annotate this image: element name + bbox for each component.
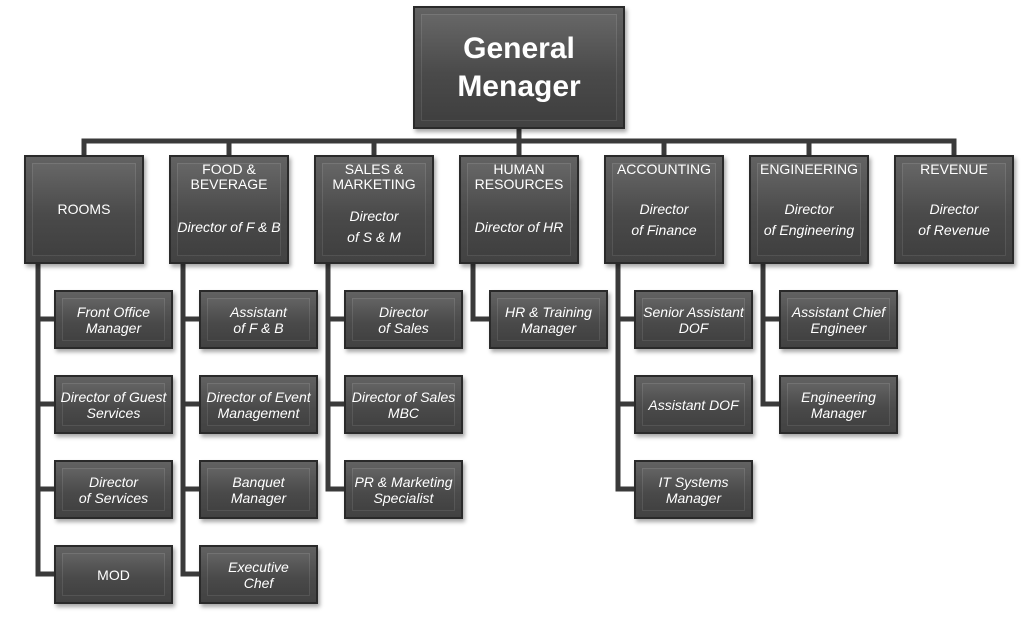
dept-revenue: REVENUE Director of Revenue — [894, 155, 1014, 264]
dept-title: REVENUE — [920, 161, 988, 177]
role-box: Assistant Chief Engineer — [779, 290, 898, 349]
role-box: Director of Sales — [344, 290, 463, 349]
dept-title: SALES & MARKETING — [332, 161, 416, 192]
role-box: Front Office Manager — [54, 290, 173, 349]
dept-title: ENGINEERING — [759, 161, 858, 177]
role-label: Senior Assistant DOF — [643, 303, 744, 336]
role-label: Front Office Manager — [76, 303, 151, 336]
general-manager-box: General Menager — [413, 6, 625, 129]
role-label: Director of Sales MBC — [351, 388, 456, 421]
dept-director: Director of F & B — [177, 218, 281, 235]
role-label: Director of Guest Services — [60, 388, 167, 421]
role-box: Assistant DOF — [634, 375, 753, 434]
role-box: HR & Training Manager — [489, 290, 608, 349]
dept-title: HUMAN RESOURCES — [474, 161, 564, 192]
dept-sales-marketing: SALES & MARKETING Director of S & M — [314, 155, 434, 264]
role-box: MOD — [54, 545, 173, 604]
role-box: Banquet Manager — [199, 460, 318, 519]
role-label: Assistant DOF — [648, 396, 739, 413]
role-box: IT Systems Manager — [634, 460, 753, 519]
role-box: Director of Guest Services — [54, 375, 173, 434]
dept-human-resources: HUMAN RESOURCES Director of HR — [459, 155, 579, 264]
general-manager-label: General Menager — [457, 31, 581, 103]
role-box: Senior Assistant DOF — [634, 290, 753, 349]
role-label: Assistant of F & B — [230, 303, 287, 336]
dept-title: ACCOUNTING — [616, 161, 712, 177]
dept-food-beverage: FOOD & BEVERAGE Director of F & B — [169, 155, 289, 264]
role-box: Director of Services — [54, 460, 173, 519]
role-label: MOD — [97, 566, 130, 583]
dept-rooms: ROOMS — [24, 155, 144, 264]
role-box: PR & Marketing Specialist — [344, 460, 463, 519]
role-label: IT Systems Manager — [658, 473, 729, 506]
role-label: HR & Training Manager — [505, 303, 592, 336]
role-label: Director of Services — [78, 473, 149, 506]
role-label: Executive Chef — [228, 558, 289, 591]
role-label: Banquet Manager — [230, 473, 287, 506]
role-box: Assistant of F & B — [199, 290, 318, 349]
role-label: Engineering Manager — [801, 388, 876, 421]
dept-engineering: ENGINEERING Director of Engineering — [749, 155, 869, 264]
dept-title: FOOD & BEVERAGE — [190, 161, 268, 192]
dept-director: Director of S & M — [347, 208, 401, 245]
dept-title: ROOMS — [57, 201, 111, 217]
role-label: PR & Marketing Specialist — [354, 473, 453, 506]
role-box: Executive Chef — [199, 545, 318, 604]
role-box: Director of Event Management — [199, 375, 318, 434]
role-box: Engineering Manager — [779, 375, 898, 434]
role-label: Director of Event Management — [206, 388, 311, 421]
dept-director: Director of Engineering — [763, 200, 855, 238]
dept-director: Director of Revenue — [918, 200, 990, 238]
dept-accounting: ACCOUNTING Director of Finance — [604, 155, 724, 264]
role-label: Director of Sales — [378, 303, 429, 336]
role-label: Assistant Chief Engineer — [791, 303, 886, 336]
dept-director: Director of Finance — [631, 200, 697, 238]
dept-director: Director of HR — [474, 218, 564, 235]
role-box: Director of Sales MBC — [344, 375, 463, 434]
